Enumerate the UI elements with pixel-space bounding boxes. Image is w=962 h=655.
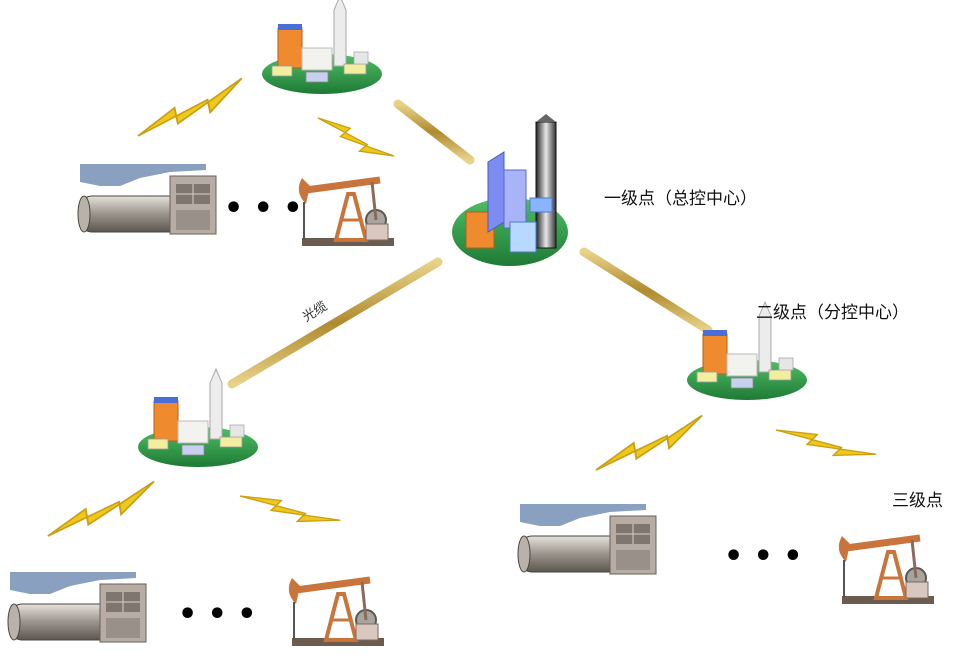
cable-label: 光缆 bbox=[300, 298, 331, 325]
ellipsis-text: • • • bbox=[224, 191, 302, 226]
level3-label: 三级点 bbox=[892, 491, 943, 511]
level1-label: 一级点（总控中心） bbox=[604, 189, 757, 209]
fiber-cable-icon bbox=[227, 99, 713, 389]
control-center-icon bbox=[452, 114, 568, 266]
level2-label: 二级点（分控中心） bbox=[756, 303, 909, 323]
oil-pump-icon bbox=[839, 536, 934, 604]
pipeline-station-icon bbox=[7, 571, 147, 643]
ellipsis-text: • • • bbox=[724, 539, 802, 574]
oil-pump-icon bbox=[289, 578, 384, 646]
pipeline-station-icon bbox=[517, 503, 657, 575]
ellipsis-text: • • • bbox=[178, 597, 256, 632]
branch-center-icon bbox=[261, 0, 383, 95]
oil-pump-icon bbox=[299, 178, 394, 246]
pipeline-station-icon bbox=[77, 163, 217, 235]
